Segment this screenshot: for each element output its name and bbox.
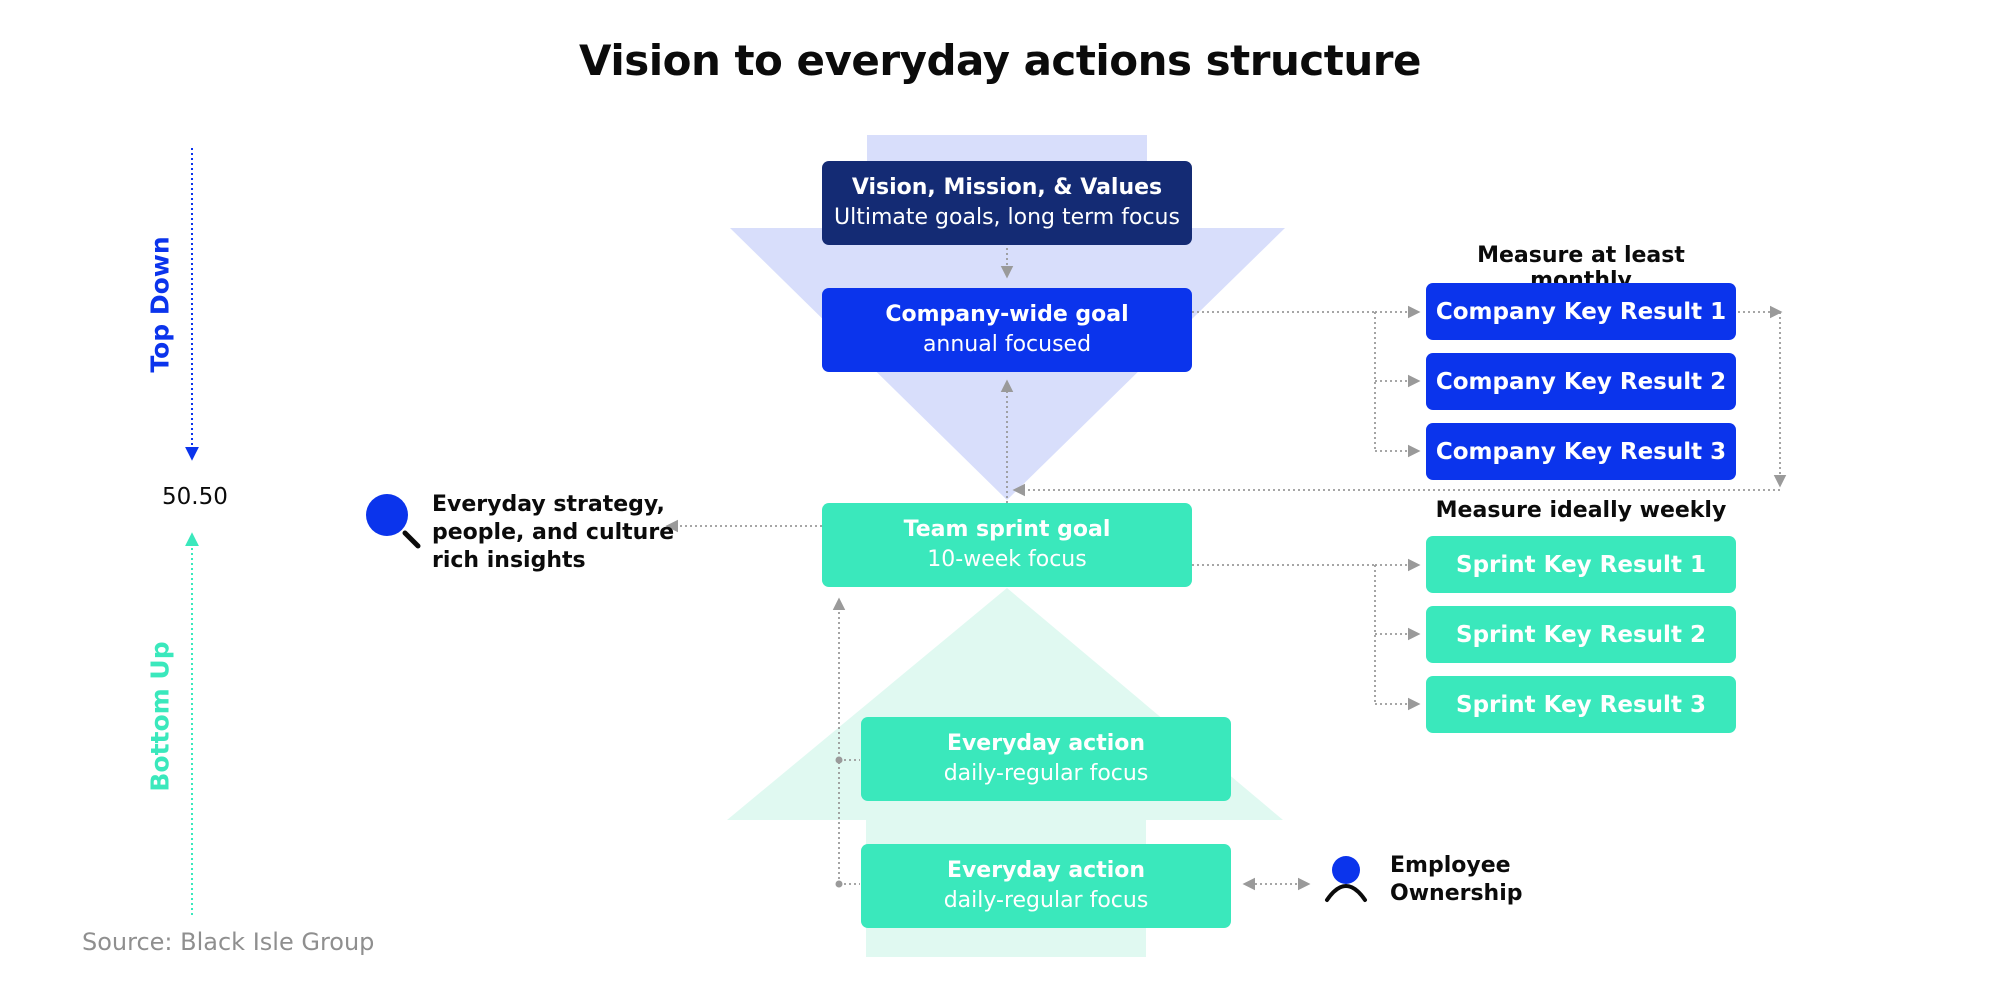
kr-label: Company Key Result 2 <box>1435 368 1727 395</box>
sprint-key-result-2: Sprint Key Result 2 <box>1426 606 1736 663</box>
employee-ownership-label: Employee Ownership <box>1390 852 1523 908</box>
everyday-action-box-2: Everyday action daily-regular focus <box>861 844 1231 928</box>
page-title: Vision to everyday actions structure <box>579 36 1421 85</box>
company-goal-title: Company-wide goal <box>885 302 1129 327</box>
balance-ratio-label: 50.50 <box>162 484 228 510</box>
company-key-result-2: Company Key Result 2 <box>1426 353 1736 410</box>
kr-label: Company Key Result 3 <box>1435 438 1727 465</box>
sprint-key-result-1: Sprint Key Result 1 <box>1426 536 1736 593</box>
everyday-action-title: Everyday action <box>946 858 1146 883</box>
vision-box-subtitle: Ultimate goals, long term focus <box>834 205 1180 230</box>
everyday-action-title: Everyday action <box>946 731 1146 756</box>
kr-label: Company Key Result 1 <box>1435 298 1727 325</box>
insights-label: Everyday strategy, people, and culture r… <box>432 491 674 575</box>
team-goal-title: Team sprint goal <box>903 517 1111 542</box>
kr-label: Sprint Key Result 3 <box>1456 691 1706 718</box>
everyday-action-box-1: Everyday action daily-regular focus <box>861 717 1231 801</box>
company-goal-box: Company-wide goal annual focused <box>822 288 1192 372</box>
team-goal-subtitle: 10-week focus <box>927 547 1087 572</box>
everyday-action-subtitle: daily-regular focus <box>943 761 1149 786</box>
ownership-line-2: Ownership <box>1390 881 1523 906</box>
insights-line-1: Everyday strategy, <box>432 492 665 517</box>
magnifier-icon <box>366 494 421 549</box>
company-key-result-3: Company Key Result 3 <box>1426 423 1736 480</box>
kr-label: Sprint Key Result 1 <box>1456 551 1706 578</box>
company-key-result-1: Company Key Result 1 <box>1426 283 1736 340</box>
vision-box-title: Vision, Mission, & Values <box>851 175 1163 200</box>
bottom-up-label: Bottom Up <box>145 641 175 792</box>
source-note: Source: Black Isle Group <box>82 928 375 956</box>
ownership-line-1: Employee <box>1390 853 1511 878</box>
sprint-key-result-3: Sprint Key Result 3 <box>1426 676 1736 733</box>
everyday-action-subtitle: daily-regular focus <box>943 888 1149 913</box>
sprint-measure-label: Measure ideally weekly <box>1435 498 1727 523</box>
team-sprint-goal-box: Team sprint goal 10-week focus <box>822 503 1192 587</box>
insights-line-2: people, and culture <box>432 520 675 545</box>
person-icon <box>1325 856 1367 902</box>
vision-mission-values-box: Vision, Mission, & Values Ultimate goals… <box>822 161 1192 245</box>
connectors <box>665 248 1787 891</box>
company-goal-subtitle: annual focused <box>922 332 1092 357</box>
kr-label: Sprint Key Result 2 <box>1456 621 1706 648</box>
insights-line-3: rich insights <box>432 548 586 573</box>
top-down-label: Top Down <box>145 236 175 373</box>
